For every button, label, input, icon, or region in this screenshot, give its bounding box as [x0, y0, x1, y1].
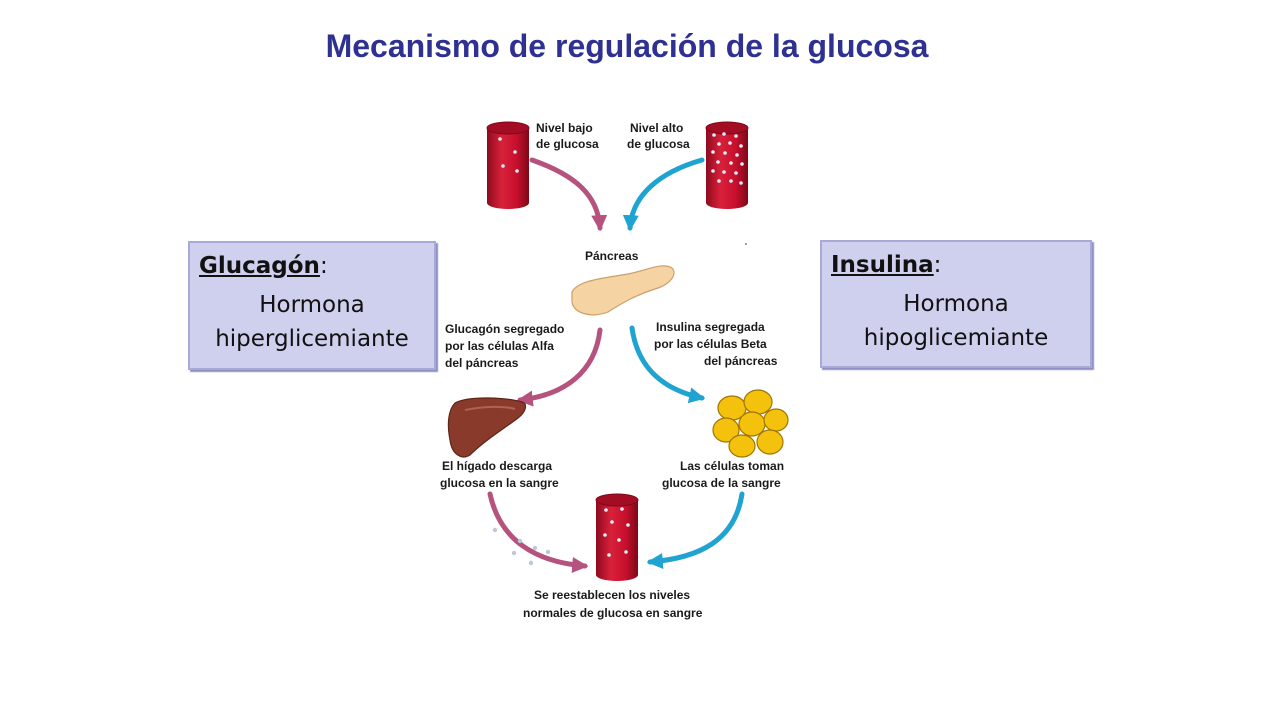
glucagon-secreted-label: Glucagón segregado por las células Alfa … [445, 322, 568, 370]
low-glucose-arrow [529, 157, 608, 232]
insulin-heading: Insulina: [831, 252, 941, 278]
liver-icon [447, 397, 527, 458]
released-glucose-dots [492, 527, 551, 566]
glucagon-colon: : [319, 253, 328, 279]
page-title: Mecanismo de regulación de la glucosa [325, 28, 929, 64]
low-glucose-label: Nivel bajo de glucosa [536, 121, 599, 151]
liver-release-arrow [487, 491, 589, 573]
glucagon-description: Hormona hiperglicemiante [190, 288, 434, 356]
glucagon-info-box: Glucagón: Hormona hiperglicemiante [188, 241, 436, 370]
insulin-desc-line1: Hormona [903, 291, 1009, 317]
restored-levels-label: Se reestablecen los niveles normales de … [523, 588, 703, 620]
high-glucose-arrow [622, 157, 705, 232]
high-glucose-label: Nivel alto de glucosa [627, 121, 690, 151]
glucagon-secretion-arrow [516, 327, 603, 407]
insulin-info-box: Insulina: Hormona hipoglicemiante [820, 240, 1092, 368]
cell-uptake-arrow [646, 491, 745, 569]
cells-label: Las células toman glucosa de la sangre [662, 459, 787, 490]
liver-label: El hígado descarga glucosa en la sangre [440, 459, 559, 490]
target-cells-icon [712, 389, 789, 458]
normal-glucose-vessel-icon [595, 493, 639, 581]
high-glucose-vessel-icon [705, 121, 749, 209]
glucagon-desc-line2: hiperglicemiante [215, 326, 409, 352]
glucagon-term: Glucagón [199, 253, 320, 279]
insulin-colon: : [933, 252, 942, 278]
glucagon-desc-line1: Hormona [259, 292, 365, 318]
insulin-desc-line2: hipoglicemiante [863, 325, 1049, 351]
glucagon-heading: Glucagón: [199, 253, 328, 279]
pancreas-icon [571, 265, 675, 316]
stray-dot [745, 243, 747, 245]
insulin-secreted-label: Insulina segregada por las células Beta … [654, 320, 778, 368]
pancreas-label: Páncreas [585, 249, 639, 263]
low-glucose-vessel-icon [486, 121, 530, 209]
insulin-secretion-arrow [629, 325, 706, 404]
insulin-description: Hormona hipoglicemiante [822, 287, 1090, 355]
insulin-term: Insulina [831, 252, 934, 278]
